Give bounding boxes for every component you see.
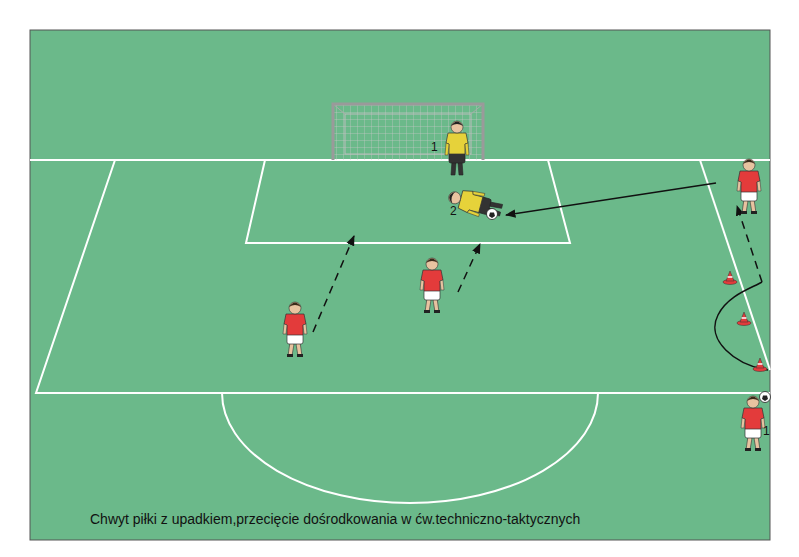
callout-number: 1 (763, 424, 770, 438)
caption: Chwyt piłki z upadkiem,przecięcie dośrod… (90, 511, 580, 527)
callout-number: 1 (431, 140, 438, 154)
callout-number: 2 (450, 204, 457, 218)
